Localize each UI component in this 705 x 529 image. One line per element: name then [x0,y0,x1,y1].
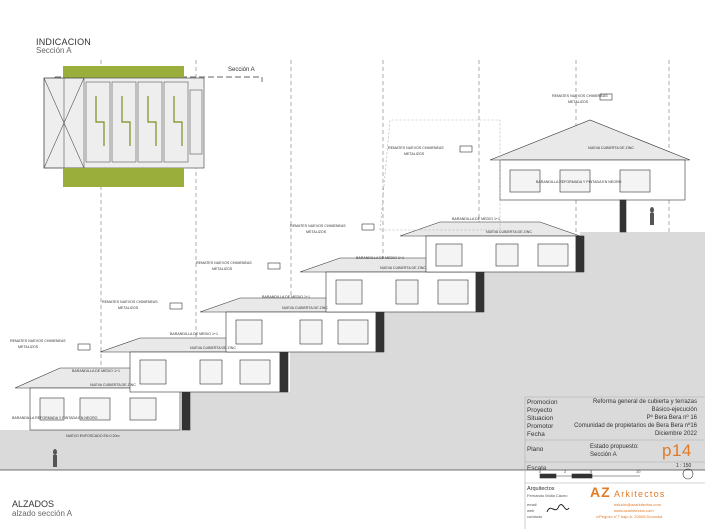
note: BARANDILLA REFORMADA Y PINTADA EN NEGRO [536,180,622,184]
tb-architects-label: Arquitectos [527,486,555,492]
building [14,93,691,467]
tb-val-promocion: Reforma general de cubierta y terrazas [592,399,697,405]
north-icon [682,468,694,480]
note: NUEVA CUBIERTA DE ZINC [486,230,532,234]
tb-val-proyecto: Básico-ejecución [651,407,697,413]
terrain [0,232,705,470]
note: NUEVA CUBIERTA DE ZINC [90,383,136,387]
note: REMATES NUEVOS CHIMENEAS [552,94,608,98]
note: METALIZOS [118,306,139,310]
brand-name: Arkitectos [614,489,666,499]
signature-icon [546,504,570,513]
note: BARANDILLA DE MEDIO 1+1 [170,332,219,336]
tb-escala-label: Escala [527,465,547,472]
tb-key-fecha: Fecha [527,431,545,438]
tb-key-promotor: Promotor [527,423,554,430]
tb-contact-label: web [527,508,535,513]
note: METALIZOS [18,345,39,349]
site-plan [43,66,205,187]
tb-plano-label: Plano [527,446,544,453]
note: NUEVA CUBIERTA DE ZINC [380,266,426,270]
note: REMATES NUEVOS CHIMENEAS [196,261,252,265]
note: REMATES NUEVOS CHIMENEAS [102,300,158,304]
tb-val-fecha: Diciembre 2022 [654,431,697,437]
note: METALIZOS [306,230,327,234]
scale-tick: 10 [636,469,641,474]
note: BARANDILLA DE MEDIO 1+1 [72,369,121,373]
titleblock-frame [524,396,705,529]
tb-escala-value: 1 : 150 [676,463,692,469]
elevation-title: ALZADOS [12,499,55,509]
elevation-subtitle: alzado sección A [12,509,73,518]
indication-subtitle: Sección A [36,46,72,55]
note: METALIZOS [404,152,425,156]
tb-address: c/Peguzo n°7 bajo A, 20008 Donostia [596,514,663,519]
note: BARANDILLA DE MEDIO 1+1 [356,256,405,260]
tb-architect-name: Fernando Molla Cáceo [527,493,568,498]
tb-val-situacion: Pº Bera Bera nº 16 [646,415,697,421]
tb-val-promotor: Comunidad de propietarios de Bera Bera n… [574,423,697,429]
note: NUEVO ENFOSCADO EN 0.20m [66,434,120,438]
note: REMATES NUEVOS CHIMENEAS [10,339,66,343]
tb-key-situacion: Situacion [527,415,554,422]
note: REMATES NUEVOS CHIMENEAS [388,146,444,150]
tb-plano-value2: Sección A [590,452,617,458]
section-label: Sección A [228,67,255,73]
brand-logo: AZ [590,484,611,500]
note: METALIZOS [212,267,233,271]
scale-tick: 0 [539,469,542,474]
note: METALIZOS [568,100,589,104]
tb-plano-value: Estado propuesto: [590,444,639,450]
indication-title: INDICACION [36,37,92,47]
scale-tick: 2 [564,469,567,474]
note: NUEVA CUBIERTA DE ZINC [190,346,236,350]
tb-key-proyecto: Proyecto [527,407,553,414]
tb-web: www.azarkitectos.com [614,508,654,513]
note: NUEVA CUBIERTA DE ZINC [588,146,634,150]
note: BARANDILLA DE MEDIO 1+1 [452,217,501,221]
note: NUEVA CUBIERTA DE ZINC [282,306,328,310]
scale-bar [539,473,640,479]
tb-contact-label: contacto [527,514,543,519]
note: BARANDILLA DE MEDIO 1+1 [262,295,311,299]
tb-key-promocion: Promocion [527,399,558,406]
scale-tick: 5 [590,469,593,474]
note: REMATES NUEVOS CHIMENEAS [290,224,346,228]
tb-contact-label: email [527,502,537,507]
tb-email: estudio@azarkitectos.com [614,502,661,507]
page-number: p14 [662,441,692,460]
note: BARANDILLA REFORMADA Y PINTADA EN NEGRO [12,416,98,420]
